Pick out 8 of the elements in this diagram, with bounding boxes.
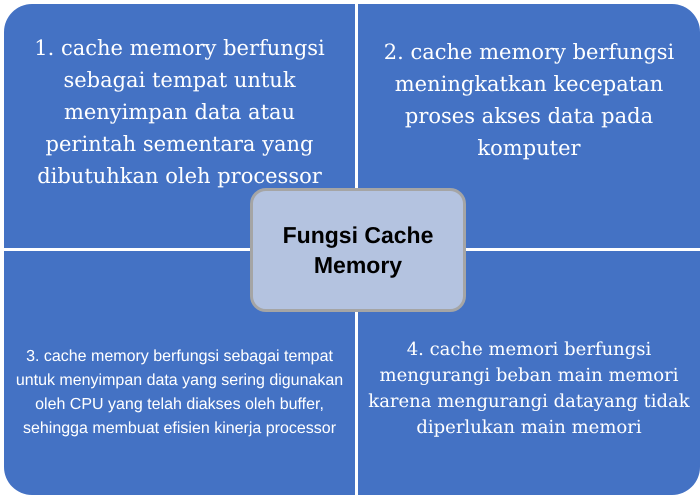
center-box <box>250 188 466 312</box>
center-title: Fungsi Cache Memory <box>282 221 434 280</box>
description-text: 2. cache memory berfungsi meningkatkan kecepatan proses akses data pada komputer <box>382 39 676 162</box>
description-text: 4. cache memori berfungsi mengurangi beban main memori karena mengurangi datayang tidak diperlukan main memori <box>368 338 690 440</box>
quadrant-panel <box>4 4 355 248</box>
description-text: 3. cache memory berfungsi sebagai tempat untuk menyimpan data yang sering digunakan oleh CPU yang telah diakses oleh buffer, sehingga membuat efisien kinerja processor <box>14 347 344 439</box>
description-text: 1. cache memory berfungsi sebagai tempat untuk menyimpan data atau perintah sementara yang dibutuhkan oleh processor <box>33 35 326 190</box>
quadrant-panel <box>358 4 700 248</box>
